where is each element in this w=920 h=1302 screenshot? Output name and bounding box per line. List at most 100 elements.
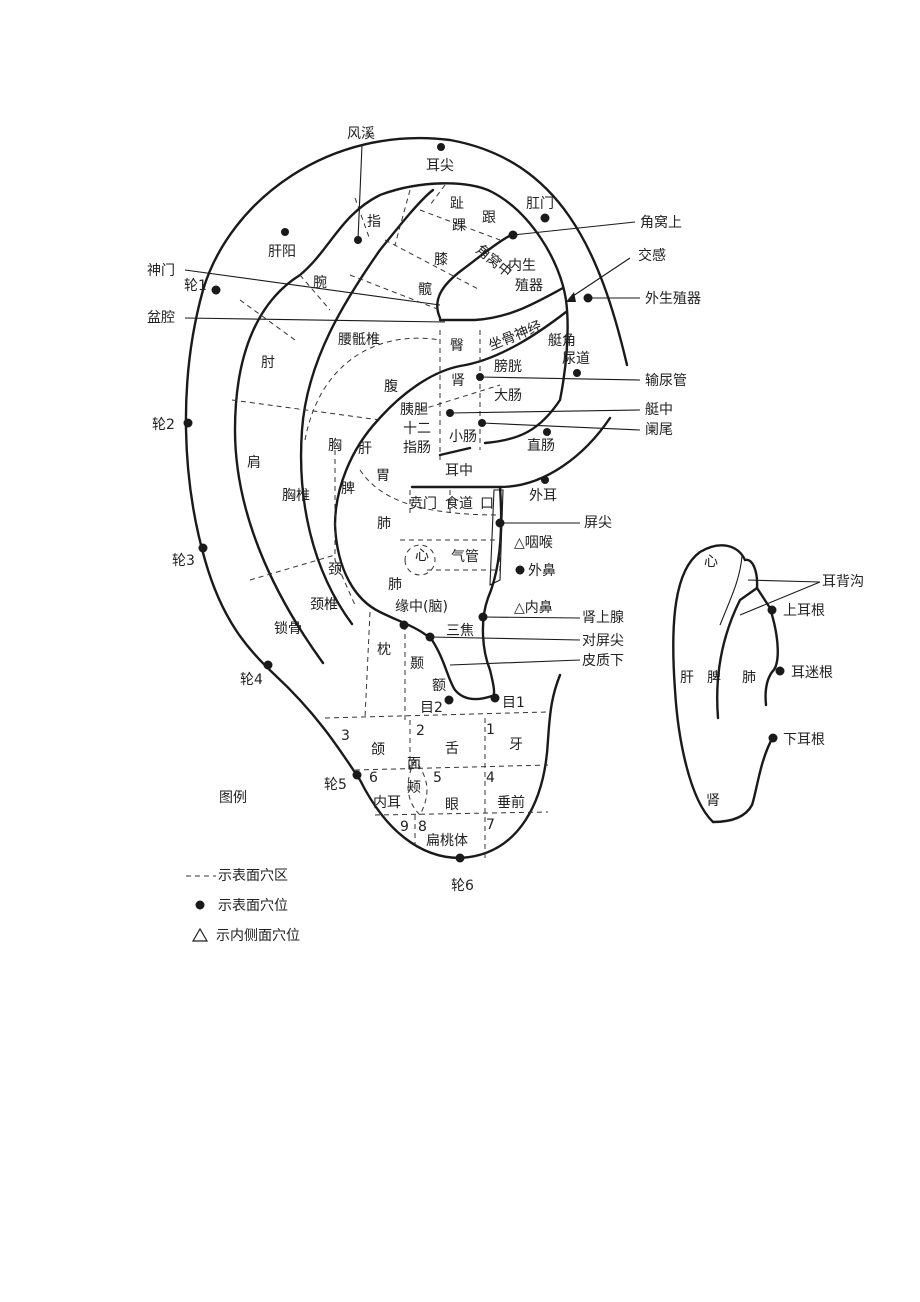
label: 趾 (450, 196, 464, 212)
label: 4 (486, 770, 495, 786)
label: 扁桃体 (426, 833, 468, 849)
label: 直肠 (527, 437, 555, 454)
label: 外生殖器 (645, 290, 701, 307)
legend-dot: 示表面穴位 (218, 898, 288, 914)
label: 3 (341, 728, 350, 744)
label: 轮1 (184, 278, 207, 294)
label: △内鼻 (514, 599, 553, 616)
label: 肺 (742, 670, 756, 686)
label: 膝 (434, 252, 448, 268)
label: 1 (486, 722, 495, 738)
label: 风溪 (347, 126, 375, 142)
label: 颊 (407, 780, 421, 796)
label: 肝阳 (268, 244, 296, 260)
label: 膀胱 (494, 358, 522, 375)
label: 阑尾 (645, 422, 673, 438)
label: 颞 (410, 656, 424, 672)
label: 脾 (707, 670, 721, 686)
label: 胸椎 (282, 488, 310, 504)
label: 枕 (377, 642, 391, 658)
label: 上耳根 (783, 603, 825, 619)
label: 肾 (706, 793, 720, 809)
label: 轮3 (172, 553, 195, 569)
label: 下耳根 (783, 732, 825, 748)
label: 额 (432, 678, 446, 694)
label: 面 (407, 756, 421, 772)
label: 9 (400, 819, 409, 835)
label: 尿道 (562, 351, 590, 367)
label: 脾 (341, 481, 355, 497)
label: 艇角 (548, 333, 576, 349)
label: 内生 (508, 258, 536, 274)
label: 6 (369, 770, 378, 786)
label: 肾上腺 (582, 610, 624, 626)
label: 7 (486, 817, 495, 833)
ear-outline (184, 136, 629, 860)
legend: 图例 示表面穴区 示表面穴位 示内侧面穴位 (186, 790, 300, 944)
label: 皮质下 (582, 653, 624, 669)
label: 5 (433, 770, 442, 786)
label: 神门 (147, 263, 175, 279)
label: 腹 (384, 378, 398, 395)
label: 口 (480, 496, 494, 512)
label: 目2 (420, 700, 443, 716)
label: 指肠 (403, 440, 431, 456)
label: 2 (416, 723, 425, 739)
legend-dashed: 示表面穴区 (218, 868, 288, 884)
label: 肛门 (526, 196, 554, 212)
label: 髋 (418, 281, 432, 298)
label: 跟 (482, 210, 496, 226)
label: 肩 (247, 455, 261, 471)
label: 气管 (451, 549, 479, 565)
label: 指 (367, 214, 381, 230)
label: 耳中 (445, 463, 473, 479)
label: 颈椎 (310, 597, 338, 613)
ear-back-view: 心 耳背沟 上耳根 肝 脾 肺 耳迷根 下耳根 肾 (672, 544, 864, 824)
label: 十二 (403, 421, 431, 437)
label: 外鼻 (528, 562, 556, 579)
label: 腕 (313, 275, 327, 291)
label: 心 (704, 554, 718, 570)
label: 臀 (450, 338, 464, 354)
label: 颈 (328, 562, 342, 578)
label: 垂前 (497, 794, 525, 811)
label: 轮5 (324, 777, 347, 793)
label: 舌 (445, 741, 459, 757)
label: 三焦 (446, 623, 474, 639)
label: 胰胆 (400, 402, 428, 418)
acupoint-dots (183, 143, 593, 863)
label: 轮6 (451, 878, 474, 894)
label: 交感 (638, 247, 666, 264)
earlobe-zones: 3 2 1 颌 面 颊 舌 牙 6 5 4 内耳 眼 垂前 9 8 7 扁桃体 (341, 722, 525, 849)
label: △咽喉 (514, 535, 553, 551)
label: 输尿管 (645, 373, 687, 389)
label: 艇中 (645, 402, 673, 418)
label: 肝 (680, 670, 694, 686)
label: 牙 (509, 737, 523, 753)
label: 内耳 (373, 795, 401, 811)
label: 屏尖 (584, 515, 612, 531)
label: 盆腔 (147, 310, 175, 326)
legend-title: 图例 (219, 790, 247, 806)
label: 耳迷根 (791, 665, 833, 681)
label: 轮2 (152, 417, 175, 433)
acupoint-labels: 风溪 耳尖 肝阳 指 趾 跟 踝 膝 髋 腕 肛门 角窝上 交感 外生殖器 神门… (147, 126, 701, 894)
label: 殖器 (515, 277, 543, 294)
label: 眼 (445, 797, 459, 813)
label: 轮4 (240, 672, 263, 688)
label: 颌 (371, 742, 385, 758)
leader-lines (357, 144, 641, 666)
label: 胃 (376, 468, 390, 484)
label: 肾 (451, 373, 465, 389)
label: 肘 (261, 355, 275, 371)
label: 角窝上 (640, 214, 682, 231)
label: 耳背沟 (822, 574, 864, 590)
label: 对屏尖 (582, 633, 624, 649)
label: 耳尖 (426, 158, 454, 174)
label: 小肠 (449, 429, 477, 445)
label: 坐骨神经 (486, 318, 544, 354)
label: 8 (418, 819, 427, 835)
label: 外耳 (529, 488, 557, 504)
label: 肺 (377, 516, 391, 532)
label: 踝 (452, 218, 466, 234)
